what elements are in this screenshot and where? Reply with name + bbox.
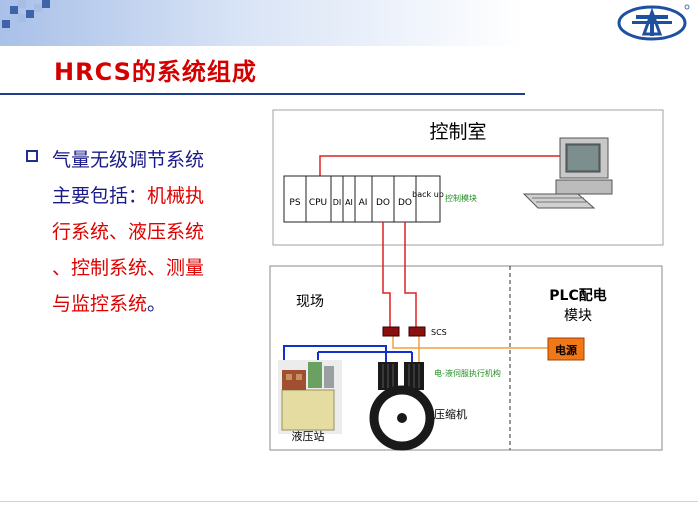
control-room-label: 控制室 (429, 121, 486, 143)
signal-wire (382, 222, 391, 330)
header-square (26, 10, 34, 18)
network-wire (319, 155, 570, 176)
module-cpu: CPU (309, 198, 327, 208)
hydraulic-line (283, 345, 387, 362)
bullet-text-suffix: 。 (147, 293, 167, 315)
checkbox-bullet-icon (26, 150, 38, 162)
module-note: 控制模块 (445, 193, 477, 203)
bullet-line: 主要包括：机械执 (52, 178, 252, 214)
title-underline (0, 93, 525, 95)
bullet-line: 行系统、液压系统 (52, 221, 205, 243)
compressor-icon (369, 385, 435, 451)
power-box (547, 337, 585, 361)
bullet-line: 气量无级调节系统 (52, 149, 205, 171)
computer-icon (522, 137, 613, 209)
module-ai: AI (359, 198, 368, 208)
header-square (2, 20, 10, 28)
company-logo (617, 4, 690, 41)
bullet-text: 气量无级调节系统 主要包括：机械执 行系统、液压系统 、控制系统、测量 与监控系… (52, 142, 252, 322)
control-rack: PS CPU DI AI AI DO DO back up (283, 175, 444, 223)
scs-block (408, 326, 426, 337)
plc-label-line2: 模块 (564, 308, 592, 324)
bullet-line: 、控制系统、测量 (52, 257, 205, 279)
module-ps: PS (289, 198, 300, 208)
header-square (18, 14, 26, 22)
module-di: DI (333, 198, 342, 207)
signal-wire (404, 222, 417, 330)
header-square (42, 0, 50, 8)
actuator-label: 电-液伺服执行机构 (434, 368, 501, 378)
actuator-icon (378, 362, 424, 390)
power-wire (392, 336, 550, 349)
header-square (34, 4, 42, 12)
module-ai: AI (345, 198, 353, 207)
header-gradient (0, 0, 698, 46)
compressor-label: 压缩机 (434, 407, 467, 421)
header-square (10, 6, 18, 14)
page-title: HRCS的系统组成 (54, 58, 257, 86)
scs-block (382, 326, 400, 337)
field-box (269, 265, 663, 451)
field-label: 现场 (296, 294, 324, 310)
system-diagram: 控制室 PS CPU DI AI AI DO DO back up 控制模块 现… (269, 109, 664, 451)
header-square (18, 0, 26, 8)
hydraulic-label: 液压站 (292, 429, 325, 443)
bullet-text-prefix: 主要包括： (52, 185, 148, 207)
power-label: 电源 (555, 343, 577, 357)
footer-line (0, 501, 698, 502)
module-do: DO (398, 198, 412, 208)
plc-label-line1: PLC配电 (549, 287, 606, 304)
bullet-text-highlight: 与监控系统 (52, 293, 148, 315)
hydraulic-station-image (278, 360, 342, 434)
bullet-text-highlight: 机械执 (147, 185, 205, 207)
module-backup: back up (412, 190, 444, 199)
bullet-line: 与监控系统。 (52, 286, 252, 322)
scs-label: SCS (431, 328, 447, 337)
module-do: DO (376, 198, 390, 208)
